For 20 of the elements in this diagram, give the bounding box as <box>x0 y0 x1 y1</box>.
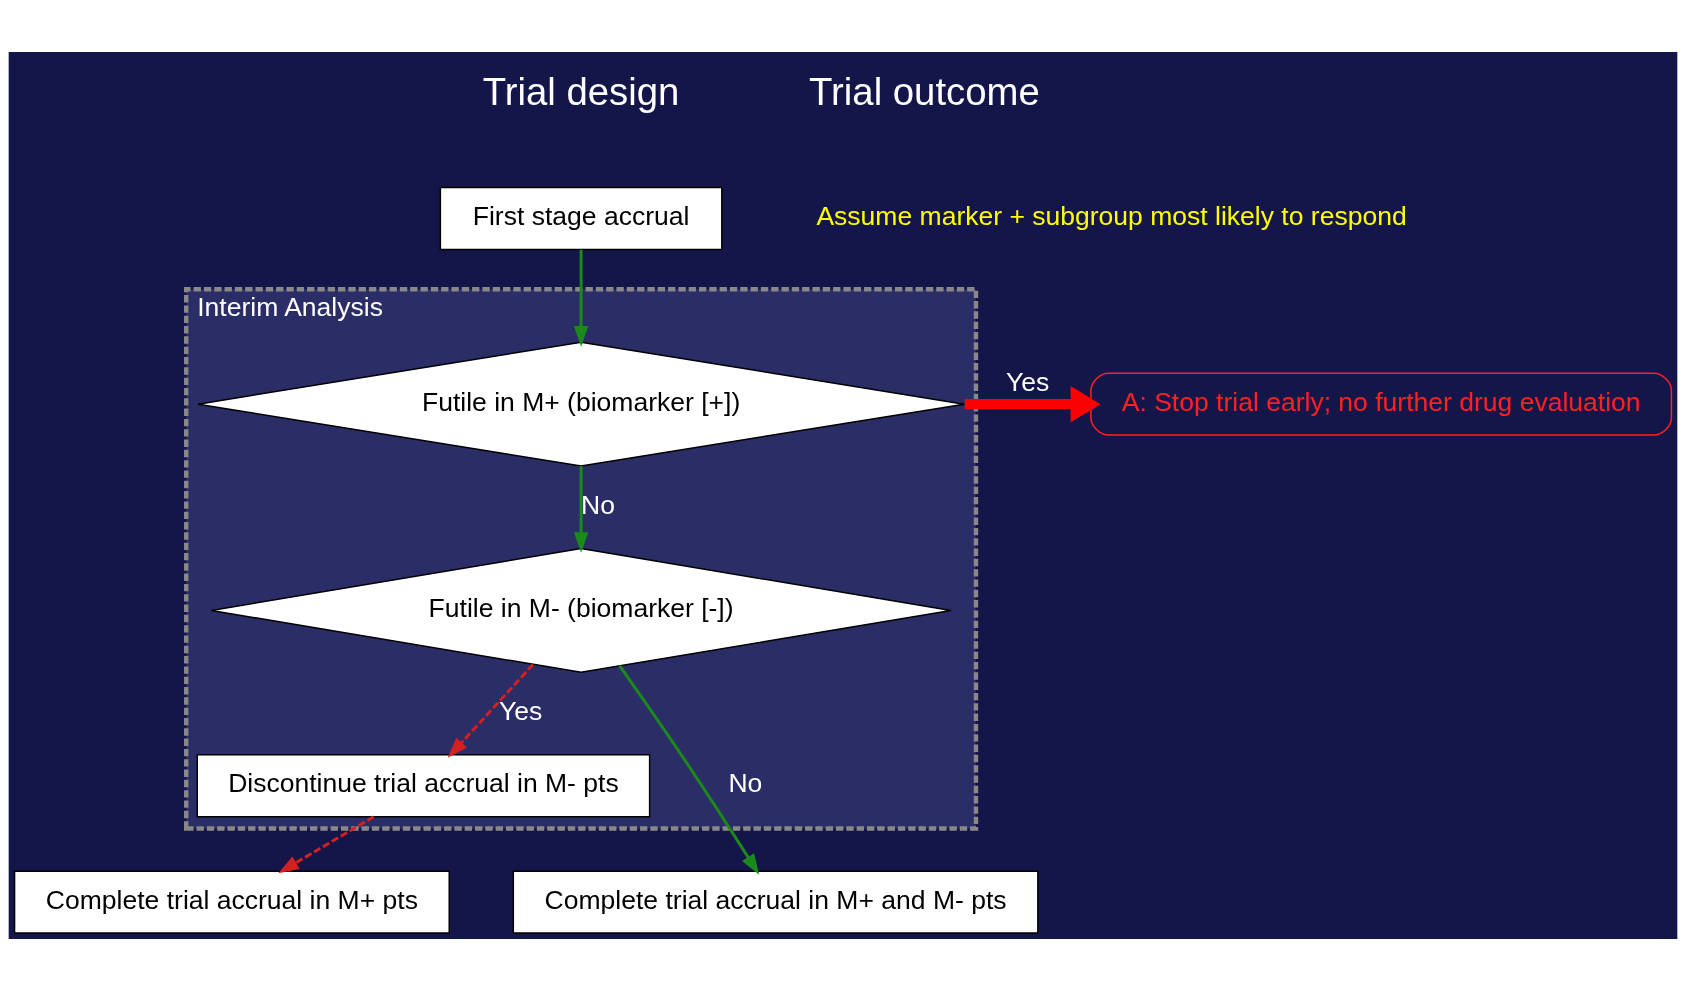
arrow <box>573 465 589 553</box>
label: Trial outcome <box>809 69 1040 113</box>
node-box: Complete trial accrual in M+ and M- pts <box>512 870 1039 934</box>
node-box: Discontinue trial accrual in M- pts <box>196 753 651 817</box>
node-box: First stage accrual <box>439 186 723 250</box>
arrow <box>573 249 589 347</box>
arrow <box>447 663 535 758</box>
arrow <box>618 664 760 875</box>
node-box: A: Stop trial early; no further drug evaluation <box>1090 371 1673 436</box>
edge-label: No <box>581 489 615 520</box>
edge-label: No <box>728 767 763 798</box>
arrow <box>964 385 1101 422</box>
arrow <box>278 815 375 873</box>
node-diamond: Futile in M+ (biomarker [+]) <box>197 341 965 467</box>
node-diamond: Futile in M- (biomarker [-]) <box>210 547 952 673</box>
label: Assume marker + subgroup most likely to respond <box>816 200 1407 231</box>
label: Trial design <box>482 69 680 113</box>
edge-label: Yes <box>1005 366 1050 397</box>
node-box: Complete trial accrual in M+ pts <box>13 870 450 934</box>
edge-label: Yes <box>499 695 543 726</box>
